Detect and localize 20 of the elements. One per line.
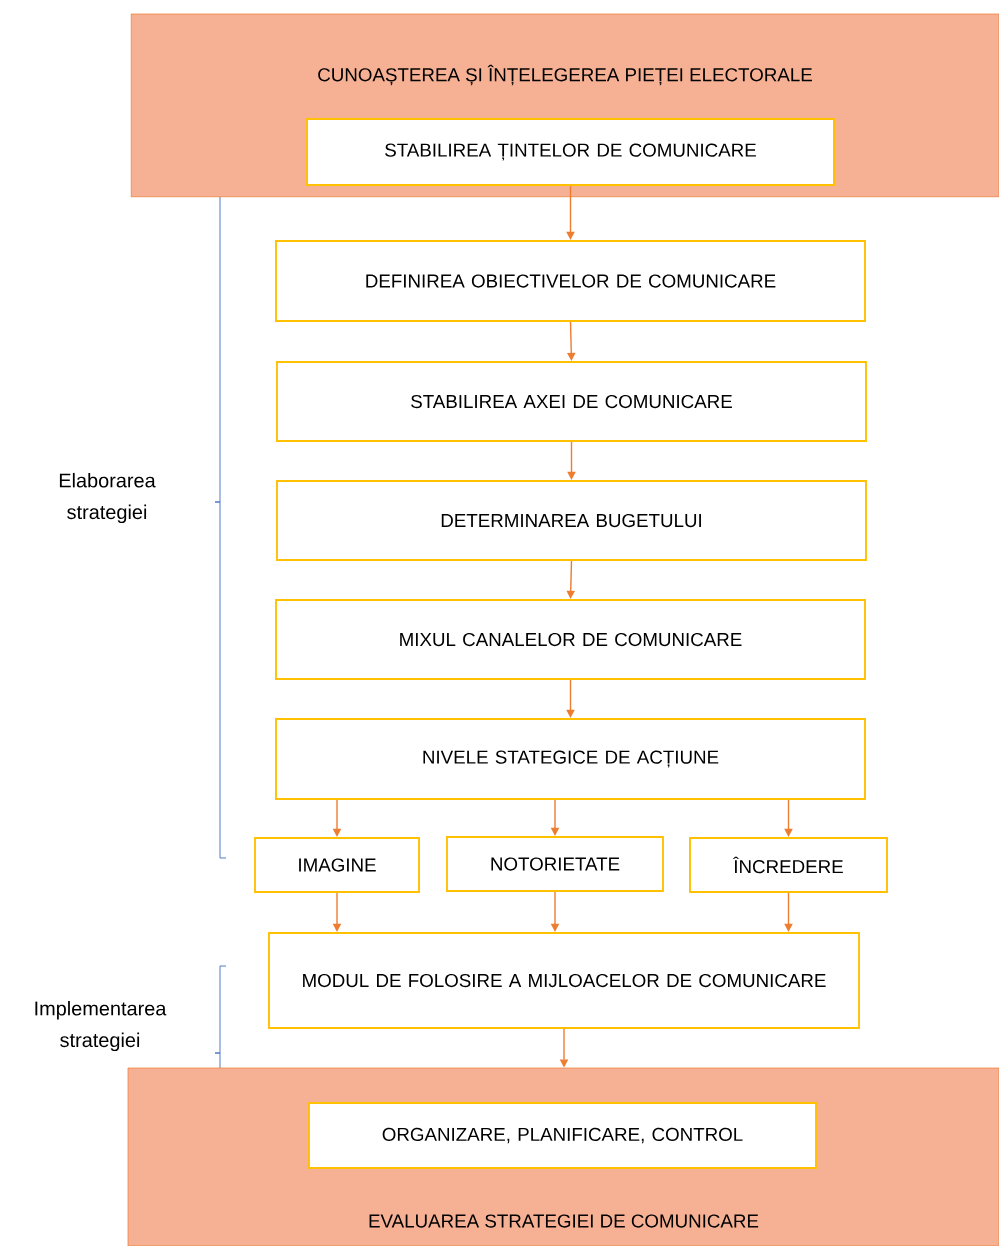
process-box: DETERMINAREA BUGETULUI — [276, 480, 867, 561]
side-label: Implementarea strategiei — [35, 1000, 167, 1052]
process-box: STABILIREA AXEI DE COMUNICARE — [276, 361, 867, 442]
process-box: ÎNCREDERE — [689, 837, 888, 893]
process-box: STABILIREA ȚINTELOR DE COMUNICARE — [306, 118, 835, 186]
process-box: ORGANIZARE, PLANIFICARE, CONTROL — [308, 1102, 817, 1169]
process-box: MIXUL CANALELOR DE COMUNICARE — [275, 599, 866, 680]
arrow — [784, 799, 793, 837]
arrow — [784, 892, 793, 932]
arrow — [566, 185, 575, 240]
process-box: NOTORIETATE — [446, 836, 664, 892]
process-box: DEFINIREA OBIECTIVELOR DE COMUNICARE — [275, 240, 866, 322]
arrow — [566, 679, 575, 718]
arrow — [567, 441, 576, 480]
process-box: MODUL DE FOLOSIRE A MIJLOACELOR DE COMUNICARE — [268, 932, 860, 1029]
arrow — [567, 321, 576, 361]
arrow — [566, 560, 575, 599]
process-box: IMAGINE — [254, 837, 420, 893]
side-label: Elaborarea strategiei — [59, 472, 156, 524]
process-box: NIVELE STATEGICE DE ACȚIUNE — [275, 718, 866, 800]
